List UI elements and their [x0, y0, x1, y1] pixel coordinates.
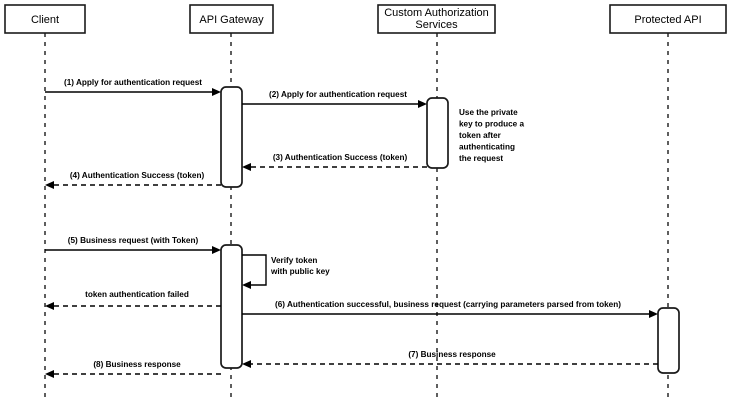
message-7-arrowhead — [242, 360, 251, 368]
participant-authsvc-box[interactable] — [377, 4, 496, 34]
message-token-authentication-failed-arrowhead — [45, 302, 54, 310]
message-5-label: (5) Business request (with Token) — [68, 236, 199, 245]
participant-authsvc[interactable]: Custom Authorization Services — [377, 4, 496, 34]
message-6-label: (6) Authentication successful, business … — [275, 300, 621, 309]
message-self-verify-token-label-line2: with public key — [270, 267, 330, 276]
activation-gateway-2 — [220, 244, 243, 369]
note-private-key-line-5: the request — [459, 154, 503, 163]
note-private-key-line-1: Use the private — [459, 108, 518, 117]
note-private-key: Use the private key to produce a token a… — [459, 108, 525, 163]
participant-gateway-box[interactable] — [189, 4, 274, 34]
message-6[interactable]: (6) Authentication successful, business … — [242, 300, 658, 318]
message-2[interactable]: (2) Apply for authentication request — [242, 90, 427, 108]
note-private-key-line-2: key to produce a — [459, 120, 525, 129]
message-2-arrowhead — [418, 100, 427, 108]
activation-bars-group — [220, 86, 680, 374]
activation-protected-1 — [657, 307, 680, 374]
activation-gateway-1 — [220, 86, 243, 188]
participant-protected-label: Protected API — [634, 14, 701, 26]
message-3[interactable]: (3) Authentication Success (token) — [242, 153, 427, 171]
participant-client-label: Client — [31, 14, 59, 26]
message-3-label: (3) Authentication Success (token) — [273, 153, 408, 162]
message-7-label: (7) Business response — [408, 350, 496, 359]
message-4[interactable]: (4) Authentication Success (token) — [45, 171, 221, 189]
participant-client-box[interactable] — [4, 4, 86, 34]
participant-gateway[interactable]: API Gateway — [189, 4, 274, 34]
message-2-label: (2) Apply for authentication request — [269, 90, 407, 99]
message-7[interactable]: (7) Business response — [242, 350, 658, 368]
message-5-arrowhead — [212, 246, 221, 254]
message-1-label: (1) Apply for authentication request — [64, 78, 202, 87]
note-private-key-line-4: authenticating — [459, 143, 515, 152]
message-self-verify-token-label-line1: Verify token — [271, 256, 317, 265]
message-1[interactable]: (1) Apply for authentication request — [45, 78, 221, 96]
participant-protected[interactable]: Protected API — [609, 4, 727, 34]
message-8-label: (8) Business response — [93, 360, 181, 369]
message-4-arrowhead — [45, 181, 54, 189]
participant-headers-group: Client API Gateway Custom Authorization … — [4, 4, 727, 34]
participant-client[interactable]: Client — [4, 4, 86, 34]
participant-authsvc-label-line1: Custom Authorization — [384, 7, 489, 19]
message-self-verify-token-path — [242, 254, 267, 286]
message-1-arrowhead — [212, 88, 221, 96]
message-self-verify-token-arrowhead — [242, 281, 251, 289]
message-token-authentication-failed-label: token authentication failed — [85, 290, 189, 299]
note-private-key-line-3: token after — [459, 131, 502, 140]
message-6-arrowhead — [649, 310, 658, 318]
message-3-arrowhead — [242, 163, 251, 171]
message-token-authentication-failed[interactable]: token authentication failed — [45, 290, 221, 310]
participant-gateway-label: API Gateway — [199, 14, 264, 26]
participant-protected-box[interactable] — [609, 4, 727, 34]
message-4-label: (4) Authentication Success (token) — [70, 171, 205, 180]
participant-authsvc-label-line2: Services — [415, 19, 458, 31]
message-self-verify-token[interactable]: Verify token with public key — [242, 254, 330, 289]
message-8[interactable]: (8) Business response — [45, 360, 221, 378]
lifelines-group — [44, 33, 669, 398]
activation-authsvc-1 — [426, 97, 449, 169]
message-8-arrowhead — [45, 370, 54, 378]
message-5[interactable]: (5) Business request (with Token) — [45, 236, 221, 254]
